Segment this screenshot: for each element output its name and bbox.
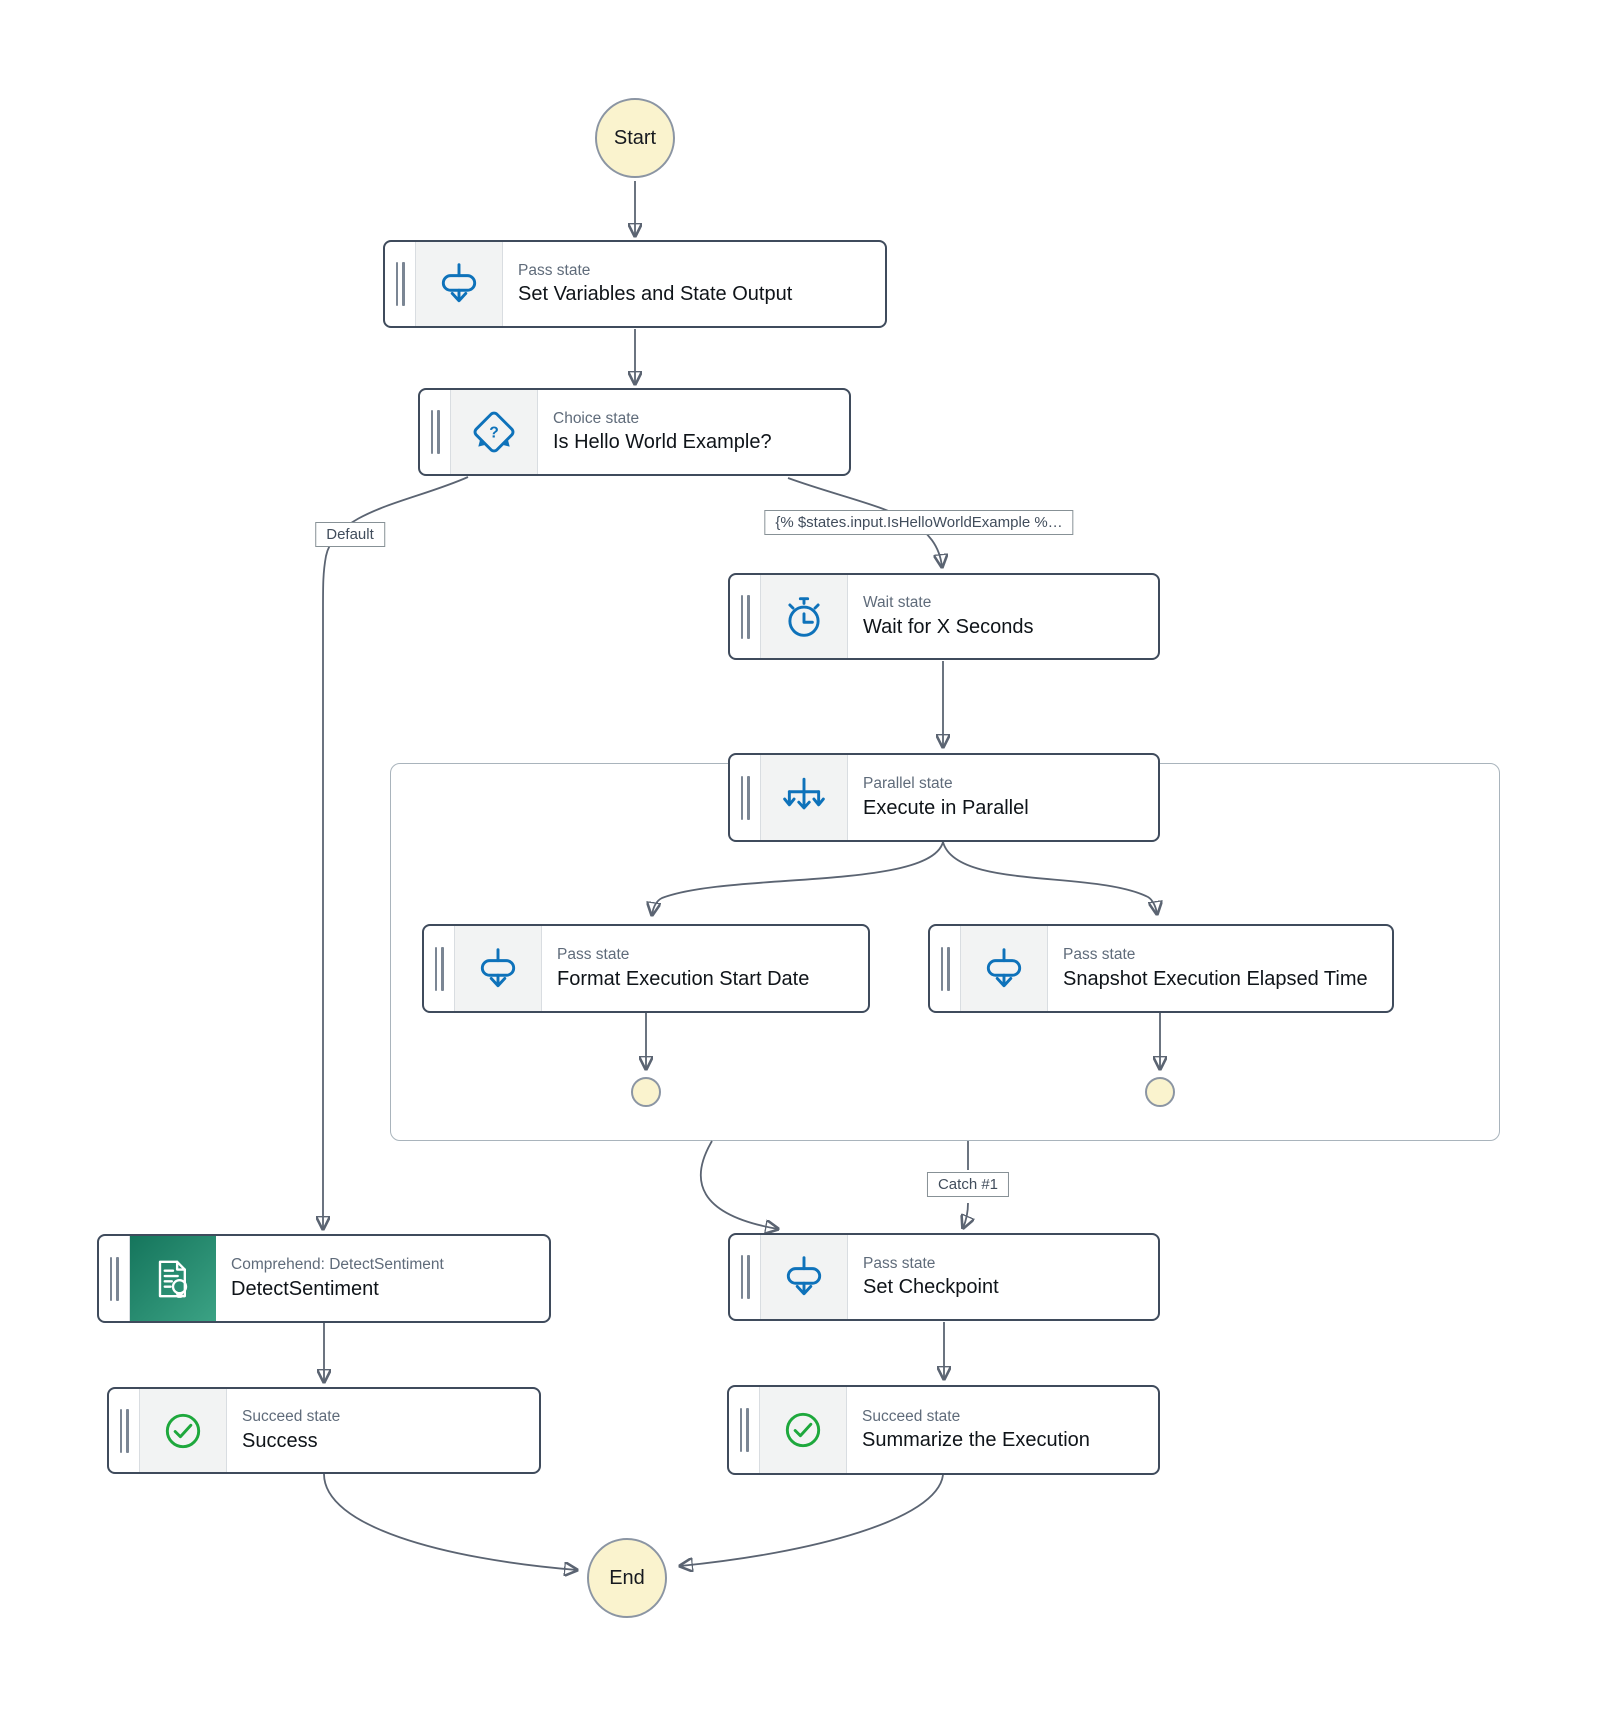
state-title: Set Variables and State Output [518, 283, 793, 306]
state-type: Pass state [1063, 946, 1136, 964]
drag-handle[interactable] [99, 1236, 130, 1321]
drag-handle[interactable] [729, 1387, 760, 1473]
drag-handle[interactable] [420, 390, 451, 474]
state-title: Format Execution Start Date [557, 967, 810, 990]
node-set-checkpoint[interactable]: Pass state Set Checkpoint [728, 1233, 1160, 1321]
state-type: Comprehend: DetectSentiment [231, 1256, 444, 1274]
state-title: Execute in Parallel [863, 796, 1029, 819]
drag-handle[interactable] [385, 242, 416, 326]
state-title: Wait for X Seconds [863, 615, 1034, 638]
end-label: End [609, 1566, 645, 1589]
state-title: Summarize the Execution [862, 1429, 1090, 1452]
state-type: Choice state [553, 409, 640, 427]
drag-handle[interactable] [424, 926, 455, 1011]
edge-choice-default-to-detect-sentiment [323, 476, 469, 1229]
state-title: Snapshot Execution Elapsed Time [1063, 967, 1368, 990]
state-type: Pass state [863, 1254, 936, 1272]
choice-icon: ? [451, 390, 538, 474]
pass-icon [961, 926, 1048, 1011]
svg-text:?: ? [489, 425, 499, 442]
edge-success-to-end [323, 1473, 577, 1570]
pass-icon [455, 926, 542, 1011]
pass-icon [761, 1235, 848, 1319]
succeed-icon [140, 1389, 227, 1472]
state-type: Wait state [863, 594, 932, 612]
node-success[interactable]: Succeed state Success [107, 1387, 541, 1474]
state-type: Pass state [557, 946, 630, 964]
edge-summarize-to-end [680, 1474, 944, 1566]
node-format-date[interactable]: Pass state Format Execution Start Date [422, 924, 870, 1013]
state-title: DetectSentiment [231, 1277, 379, 1300]
state-type: Succeed state [242, 1408, 341, 1426]
state-title: Success [242, 1429, 318, 1452]
default-rule-label: Default [315, 522, 385, 547]
drag-handle[interactable] [730, 575, 761, 658]
choice-condition-label: {% $states.input.IsHelloWorldExample %… [764, 510, 1074, 535]
drag-handle[interactable] [730, 1235, 761, 1319]
branch-terminal-dot [1145, 1077, 1175, 1107]
end-terminal: End [587, 1538, 667, 1618]
parallel-icon [761, 755, 848, 840]
state-title: Is Hello World Example? [553, 431, 772, 454]
state-type: Succeed state [862, 1407, 961, 1425]
node-set-variables[interactable]: Pass state Set Variables and State Outpu… [383, 240, 887, 328]
drag-handle[interactable] [930, 926, 961, 1011]
edge-parallel-to-format-date [652, 841, 944, 915]
pass-icon [416, 242, 503, 326]
edge-catch-to-set-checkpoint [963, 1202, 968, 1228]
start-terminal: Start [595, 98, 675, 178]
start-label: Start [613, 126, 657, 149]
node-summarize[interactable]: Succeed state Summarize the Execution [727, 1385, 1160, 1475]
node-choice[interactable]: ? Choice state Is Hello World Example? [418, 388, 851, 476]
state-title: Set Checkpoint [863, 1276, 999, 1299]
branch-terminal-dot [631, 1077, 661, 1107]
edge-parallel-to-snapshot [942, 841, 1157, 914]
drag-handle[interactable] [109, 1389, 140, 1472]
state-type: Pass state [518, 261, 591, 279]
edge-container-to-set-checkpoint [699, 1140, 778, 1229]
node-detect-sentiment[interactable]: Comprehend: DetectSentiment DetectSentim… [97, 1234, 551, 1323]
succeed-icon [760, 1387, 847, 1473]
node-wait[interactable]: Wait state Wait for X Seconds [728, 573, 1160, 660]
comprehend-icon [130, 1236, 216, 1321]
catch-label: Catch #1 [926, 1172, 1010, 1197]
wait-icon [761, 575, 848, 658]
state-type: Parallel state [863, 775, 953, 793]
drag-handle[interactable] [730, 755, 761, 840]
node-snapshot[interactable]: Pass state Snapshot Execution Elapsed Ti… [928, 924, 1394, 1013]
node-parallel[interactable]: Parallel state Execute in Parallel [728, 753, 1160, 842]
